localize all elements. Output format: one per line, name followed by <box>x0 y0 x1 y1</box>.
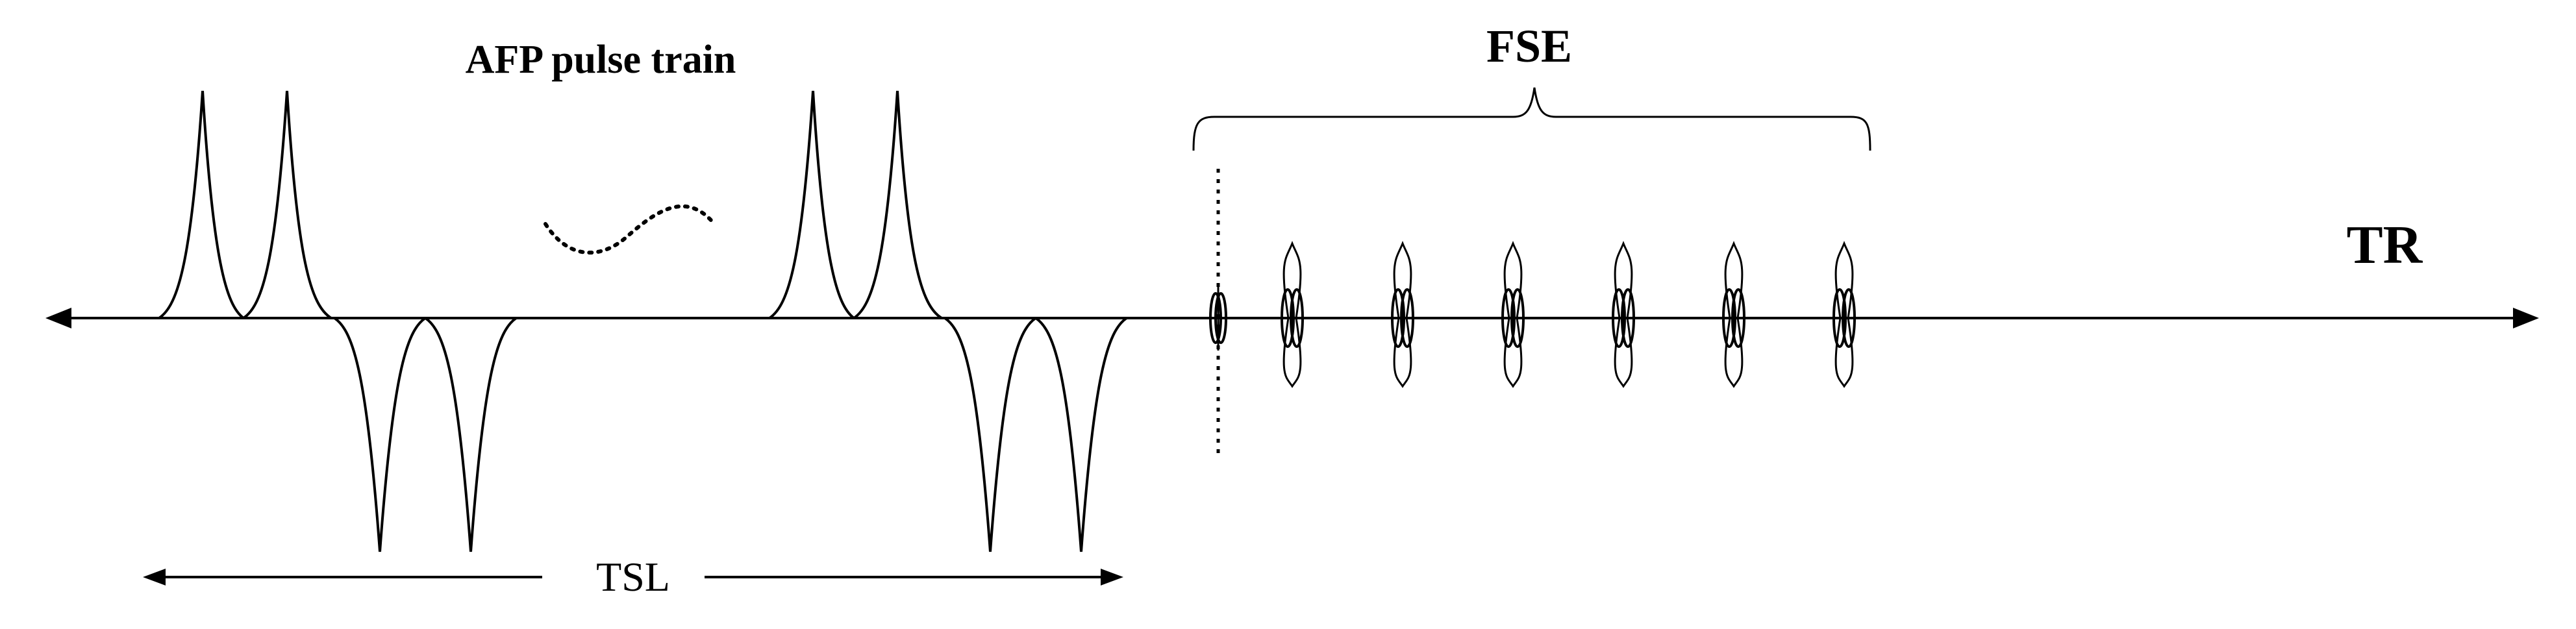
tsl-label: TSL <box>596 554 670 600</box>
afp-pulse-positive <box>768 90 855 319</box>
axis-left-arrowhead <box>45 308 71 328</box>
fse-excitation-pulse <box>1209 286 1227 351</box>
afp-pulse-group-2 <box>768 90 1128 552</box>
afp-pulse-group-1 <box>158 90 518 552</box>
tsl-span: TSL <box>143 554 1123 600</box>
fse-refocusing-pulse <box>1391 240 1414 388</box>
fse-refocusing-pulse <box>1832 240 1856 388</box>
afp-pulse-negative <box>944 317 1037 552</box>
fse-brace <box>1192 87 1871 151</box>
fse-pulse-train <box>1209 240 1856 388</box>
repetition-wave <box>544 204 716 255</box>
afp-pulse-positive <box>853 90 943 319</box>
axis-right-arrowhead <box>2513 308 2539 328</box>
afp-pulse-positive <box>158 90 245 319</box>
fse-refocusing-pulse <box>1722 240 1745 388</box>
tr-label: TR <box>2347 215 2423 275</box>
afp-pulse-positive <box>242 90 332 319</box>
fse-refocusing-pulse <box>1612 240 1635 388</box>
fse-label: FSE <box>1486 20 1572 72</box>
afp-pulse-train-label: AFP pulse train <box>466 38 736 82</box>
afp-pulse-negative <box>424 317 518 552</box>
afp-pulse-negative <box>1034 317 1128 552</box>
fse-refocusing-pulse <box>1281 240 1304 388</box>
fse-refocusing-pulse <box>1501 240 1525 388</box>
afp-pulse-negative <box>333 317 427 552</box>
